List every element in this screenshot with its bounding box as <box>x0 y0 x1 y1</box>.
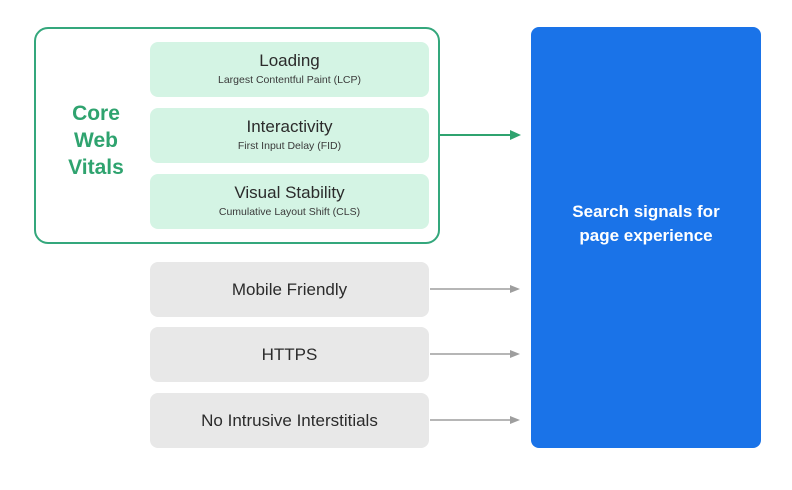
signal-box-mobile-friendly: Mobile Friendly <box>150 262 429 317</box>
metric-detail-cls: Cumulative Layout Shift (CLS) <box>218 206 361 218</box>
cwv-title-line-3: Vitals <box>68 156 124 179</box>
signal-box-no-intrusive-interstitials: No Intrusive Interstitials <box>150 393 429 448</box>
metric-name-interactivity: Interactivity <box>246 117 333 136</box>
cwv-title-line-1: Core <box>72 102 120 125</box>
metric-box-loading: Loading Largest Contentful Paint (LCP) <box>150 42 429 97</box>
core-web-vitals-group <box>34 27 440 244</box>
signal-box-https: HTTPS <box>150 327 429 382</box>
arrow-no-intrusive-interstitials <box>430 416 520 424</box>
arrow-core-web-vitals <box>440 130 521 140</box>
search-signals-box: Search signals for page experience <box>531 27 761 448</box>
search-signals-label: Search signals for page experience <box>572 201 720 245</box>
arrow-mobile-friendly <box>430 285 520 293</box>
core-web-vitals-title: Core Web Vitals <box>44 100 148 181</box>
metric-name-loading: Loading <box>259 51 320 70</box>
cwv-title-line-2: Web <box>74 129 118 152</box>
arrow-https <box>430 350 520 358</box>
metric-box-interactivity: Interactivity First Input Delay (FID) <box>150 108 429 163</box>
metric-box-visual-stability: Visual Stability Cumulative Layout Shift… <box>150 174 429 229</box>
metric-detail-fid: First Input Delay (FID) <box>237 140 342 152</box>
metric-detail-lcp: Largest Contentful Paint (LCP) <box>218 74 361 86</box>
metric-name-visual-stability: Visual Stability <box>234 183 345 202</box>
